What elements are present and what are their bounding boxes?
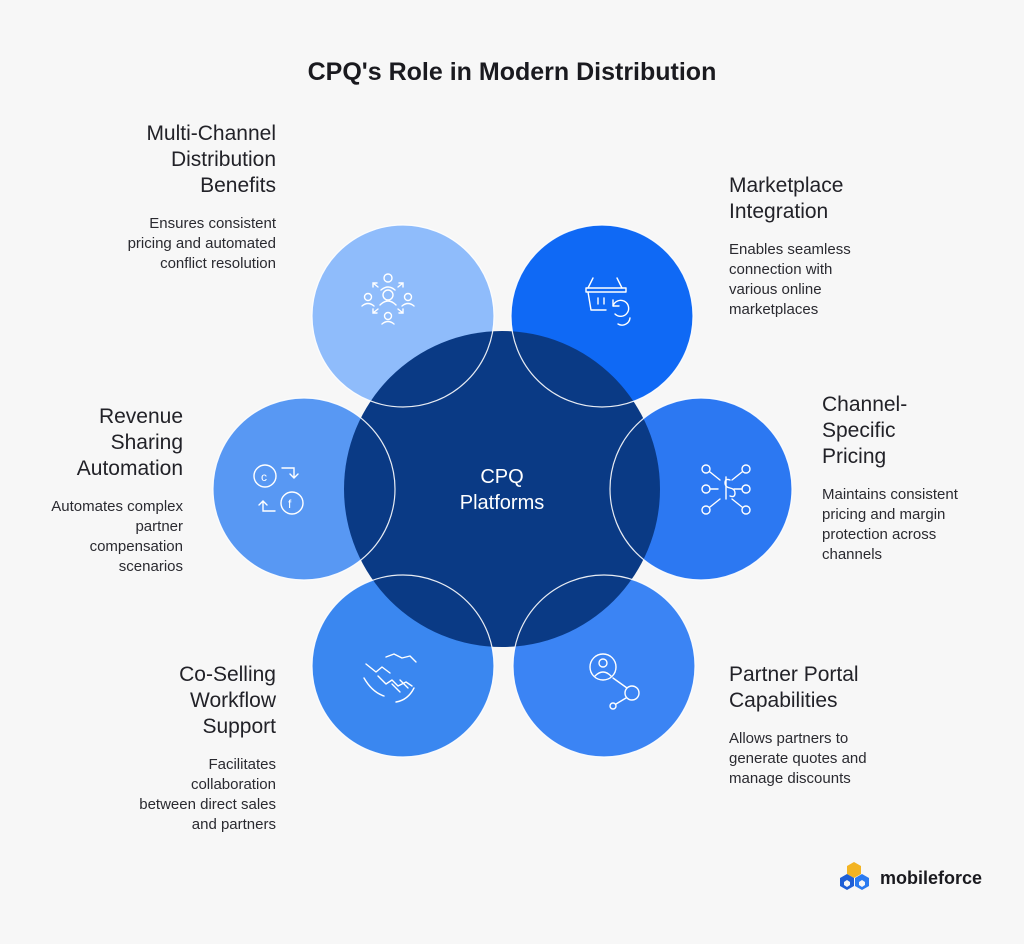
page-title: CPQ's Role in Modern Distribution (307, 58, 717, 86)
revenue-sharing-description: Automates complex partner compensation s… (51, 498, 183, 575)
handshake-icon (363, 653, 417, 703)
overlap-arcs (212, 224, 793, 758)
revenue-sharing-block: Revenue Sharing Automation Automates com… (0, 404, 183, 577)
mobileforce-logo: mobileforce (838, 862, 982, 894)
center-label-line2: Platforms (459, 492, 545, 514)
people-network-icon (361, 273, 415, 325)
co-selling-heading: Co-Selling Workflow Support (179, 663, 276, 738)
channel-pricing-description: Maintains consistent pricing and margin … (822, 486, 958, 563)
revenue-sharing-heading: Revenue Sharing Automation (76, 405, 183, 480)
partner-portal-block: Partner Portal Capabilities Allows partn… (729, 662, 979, 789)
center-label-line1: CPQ (480, 466, 524, 488)
coin-exchange-icon: c f (253, 464, 304, 515)
channel-pricing-block: Channel-Specific Pricing Maintains consi… (822, 392, 1024, 565)
co-selling-block: Co-Selling Workflow Support Facilitates … (26, 662, 276, 835)
svg-text:f: f (288, 497, 292, 511)
multi-channel-heading: Multi-Channel Distribution Benefits (146, 122, 276, 197)
basket-refresh-icon (585, 277, 631, 326)
center-circle (344, 331, 660, 647)
dollar-network-icon (701, 464, 751, 515)
co-selling-description: Facilitates collaboration between direct… (139, 756, 276, 833)
logo-text: mobileforce (880, 867, 983, 888)
center-label: CPQ Platforms (427, 464, 577, 516)
marketplace-description: Enables seamless connection with various… (729, 241, 851, 318)
mobileforce-logo-mark (840, 862, 869, 890)
multi-channel-description: Ensures consistent pricing and automated… (127, 215, 276, 272)
user-share-icon (589, 653, 640, 710)
marketplace-block: Marketplace Integration Enables seamless… (729, 173, 979, 320)
revenue-sharing-circle (213, 398, 395, 580)
partner-portal-description: Allows partners to generate quotes and m… (729, 730, 867, 787)
channel-pricing-circle (610, 398, 792, 580)
multi-channel-block: Multi-Channel Distribution Benefits Ensu… (26, 121, 276, 274)
partner-portal-heading: Partner Portal Capabilities (729, 663, 859, 712)
marketplace-heading: Marketplace Integration (729, 174, 844, 223)
svg-text:c: c (261, 470, 267, 484)
channel-pricing-heading: Channel-Specific Pricing (822, 393, 908, 468)
